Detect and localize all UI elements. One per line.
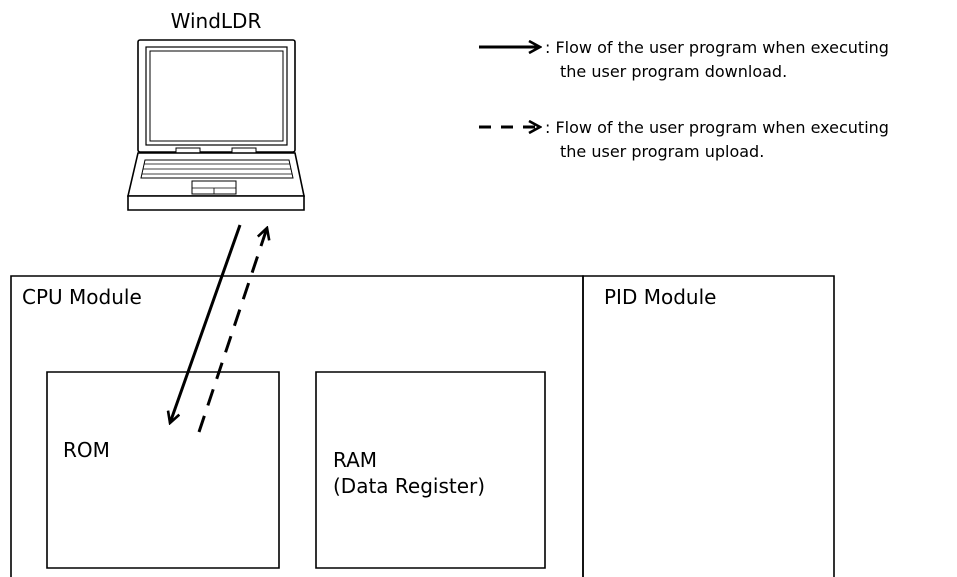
upload-flow-arrow: [197, 228, 267, 433]
pid-module: PID Module: [582, 275, 835, 577]
cpu-module: CPU Module: [10, 275, 584, 577]
download-flow-arrow: [170, 224, 242, 423]
legend-upload-line2: the user program upload.: [560, 142, 764, 161]
legend-upload-line1: : Flow of the user program when executin…: [545, 118, 889, 137]
laptop-icon: WindLDR: [126, 9, 305, 211]
ram-label-line1: RAM: [333, 448, 377, 472]
ram-label-line2: (Data Register): [333, 474, 485, 498]
rom-label: ROM: [63, 438, 110, 462]
pc-label: WindLDR: [171, 9, 262, 33]
legend-download-line2: the user program download.: [560, 62, 787, 81]
ram-block: RAM (Data Register): [315, 371, 546, 569]
legend-download-line1: : Flow of the user program when executin…: [545, 38, 889, 57]
cpu-module-label: CPU Module: [22, 285, 142, 309]
legend-item-download: : Flow of the user program when executin…: [479, 38, 889, 81]
rom-block: ROM: [46, 371, 280, 569]
pid-module-label: PID Module: [604, 285, 716, 309]
legend: : Flow of the user program when executin…: [479, 38, 889, 161]
legend-item-upload: : Flow of the user program when executin…: [479, 118, 889, 161]
